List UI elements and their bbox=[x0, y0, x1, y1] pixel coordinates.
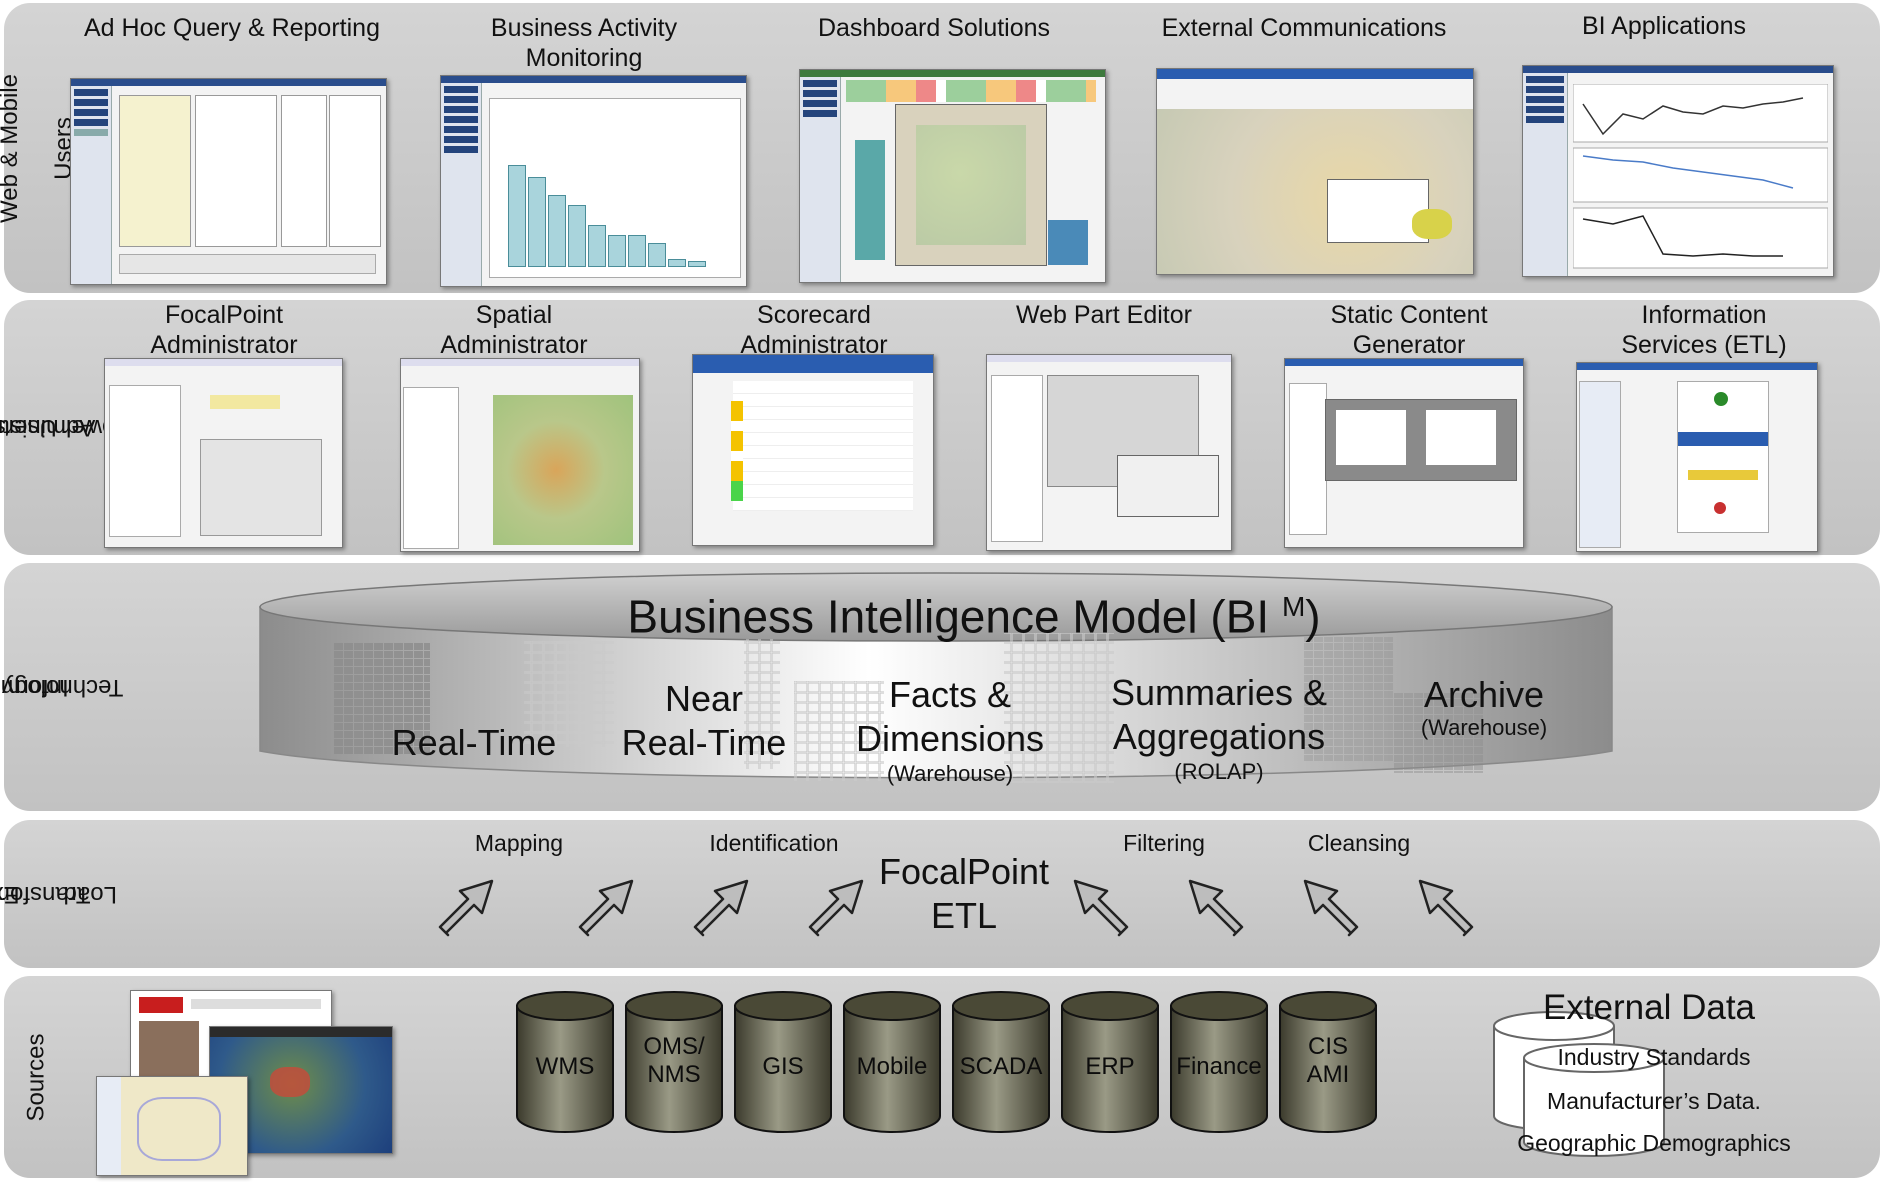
information-technology-layer: InformationTechnology bbox=[0, 563, 1880, 811]
etl-step-identification: Identification bbox=[709, 830, 839, 856]
bi-model-cylinder bbox=[259, 572, 1613, 783]
arrow-up-right-icon bbox=[578, 879, 634, 937]
sources-layer: Sources WMS OMS/NMS GIS Mobile SCADA ERP Finan… bbox=[4, 976, 1880, 1178]
external-item-manufacturers-data: Manufacturer’s Data. bbox=[1547, 1088, 1761, 1114]
arrow-up-right-icon bbox=[808, 879, 864, 937]
map-application-screenshot bbox=[96, 1076, 248, 1176]
etl-step-filtering: Filtering bbox=[1123, 830, 1205, 856]
database-label: SCADA bbox=[959, 1053, 1043, 1081]
tool-title-information-services-etl: Information Services (ETL) bbox=[1621, 301, 1787, 359]
database-label: Mobile bbox=[856, 1053, 928, 1081]
segment-near-real-time: Near Real-Time bbox=[621, 678, 787, 763]
etl-step-cleansing: Cleansing bbox=[1307, 830, 1411, 856]
tool-title-web-part-editor: Web Part Editor bbox=[1015, 301, 1192, 329]
arrow-up-left-icon bbox=[1188, 879, 1244, 937]
dashboard-screenshot bbox=[799, 69, 1106, 283]
tool-title-focalpoint-administrator: FocalPoint Administrator bbox=[150, 301, 298, 359]
spatial-administrator-screenshot bbox=[400, 358, 640, 552]
etl-layer: ExtractTransformLoad Mapping Identificat… bbox=[0, 820, 1880, 968]
segment-archive: Archive (Warehouse) bbox=[1420, 674, 1548, 741]
arrow-up-left-icon bbox=[1418, 879, 1474, 937]
bar-chart-screenshot bbox=[440, 75, 747, 287]
database-label: OMS/NMS bbox=[643, 1033, 705, 1089]
database-label: Finance bbox=[1176, 1053, 1262, 1081]
arrow-up-left-icon bbox=[1073, 879, 1129, 937]
sources-label: Sources bbox=[22, 1032, 50, 1122]
external-data-cylinders bbox=[1493, 1011, 1665, 1157]
tool-title-spatial-administrator: Spatial Administrator bbox=[440, 301, 588, 359]
outage-map-screenshot bbox=[1156, 68, 1474, 275]
external-item-geographic-demographics: Geographic Demographics bbox=[1517, 1130, 1791, 1156]
database-label: WMS bbox=[535, 1053, 595, 1081]
ad-hoc-query-screenshot bbox=[70, 78, 387, 285]
app-title-external-communications: External Communications bbox=[1161, 14, 1447, 42]
arrow-up-right-icon bbox=[693, 879, 749, 937]
segment-summaries-aggregations: Summaries & Aggregations (ROLAP) bbox=[1110, 672, 1328, 784]
database-cylinder-erp: ERP bbox=[1060, 990, 1160, 1134]
arrow-up-left-icon bbox=[1303, 879, 1359, 937]
bi-model-title: Business Intelligence Model (BI M) bbox=[627, 590, 1321, 643]
information-services-etl-screenshot bbox=[1576, 362, 1818, 552]
app-title-bi-applications: BI Applications bbox=[1582, 12, 1746, 40]
web-part-editor-screenshot bbox=[986, 354, 1232, 551]
admin-power-users-layer: Administrative &Power Users FocalPoint A… bbox=[0, 300, 1880, 555]
database-cylinder-gis: GIS bbox=[733, 990, 833, 1134]
external-item-industry-standards: Industry Standards bbox=[1557, 1044, 1751, 1070]
segment-real-time: Real-Time bbox=[391, 722, 557, 763]
database-cylinder-oms-nms: OMS/NMS bbox=[624, 990, 724, 1134]
tool-title-scorecard-administrator: Scorecard Administrator bbox=[740, 301, 888, 359]
database-cylinder-mobile: Mobile bbox=[842, 990, 942, 1134]
etl-label: ExtractTransformLoad bbox=[0, 880, 117, 908]
app-title-dashboard-solutions: Dashboard Solutions bbox=[817, 14, 1051, 42]
app-title-business-activity-monitoring: Business Activity Monitoring bbox=[490, 14, 678, 72]
focalpoint-administrator-screenshot bbox=[104, 358, 343, 548]
database-cylinder-finance: Finance bbox=[1169, 990, 1269, 1134]
tool-title-static-content-generator: Static Content Generator bbox=[1330, 301, 1488, 359]
etl-step-mapping: Mapping bbox=[474, 830, 564, 856]
database-label: ERP bbox=[1085, 1053, 1135, 1081]
database-label: GIS bbox=[762, 1053, 804, 1081]
external-data-title: External Data bbox=[1542, 988, 1756, 1027]
line-chart-screenshot bbox=[1522, 65, 1834, 277]
admin-power-users-label: Administrative &Power Users bbox=[0, 414, 132, 441]
segment-facts-dimensions: Facts & Dimensions (Warehouse) bbox=[855, 674, 1045, 786]
database-cylinder-scada: SCADA bbox=[951, 990, 1051, 1134]
arrow-up-right-icon bbox=[438, 879, 494, 937]
app-title-ad-hoc-query: Ad Hoc Query & Reporting bbox=[84, 14, 380, 42]
focalpoint-etl-title: FocalPoint ETL bbox=[878, 851, 1050, 936]
scorecard-administrator-screenshot bbox=[692, 354, 934, 546]
static-content-generator-screenshot bbox=[1284, 358, 1524, 548]
database-cylinder-wms: WMS bbox=[515, 990, 615, 1134]
